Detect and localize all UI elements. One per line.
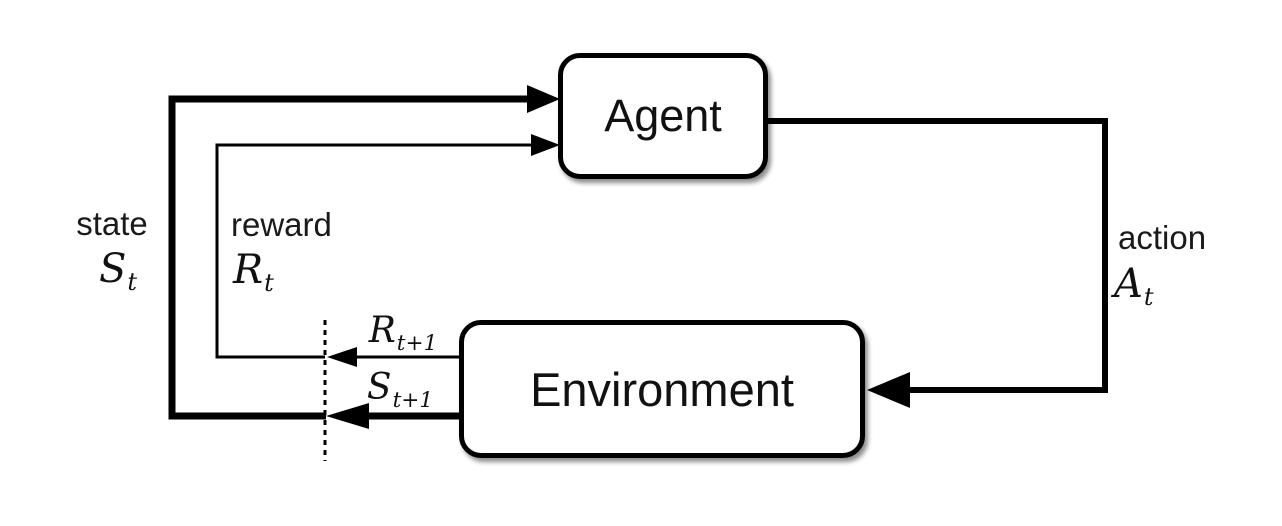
next-state-symbol-subscript: t+1: [392, 387, 434, 413]
state-arrowhead-icon: [527, 85, 560, 113]
state-symbol: St: [99, 246, 137, 294]
reward-symbol: Rt: [233, 247, 274, 295]
action-symbol-base: A: [1114, 261, 1143, 307]
next-state-symbol: St+1: [352, 367, 448, 411]
environment-node: Environment: [459, 320, 865, 458]
reward-arrowhead-icon: [531, 134, 560, 156]
state-symbol-subscript: t: [127, 268, 138, 297]
next-state-arrowhead-icon: [326, 403, 369, 429]
reward-line: [215, 143, 534, 359]
action-symbol-subscript: t: [1143, 283, 1154, 312]
environment-node-label: Environment: [530, 362, 794, 416]
next-reward-arrowhead-icon: [327, 347, 357, 367]
state-symbol-base: S: [99, 246, 127, 292]
action-word-label: action: [1118, 219, 1207, 256]
reward-symbol-base: R: [233, 247, 264, 293]
next-reward-arrow: [327, 347, 462, 367]
state-line: [168, 95, 530, 420]
next-reward-symbol: Rt+1: [355, 310, 451, 354]
next-reward-symbol-subscript: t+1: [396, 330, 438, 356]
action-symbol: At: [1114, 261, 1154, 309]
agent-node-label: Agent: [604, 90, 722, 141]
reward-symbol-subscript: t: [264, 269, 274, 298]
next-state-symbol-base: S: [366, 367, 392, 408]
state-word-label: state: [76, 205, 148, 242]
action-line: [766, 118, 1108, 393]
next-state-arrow: [326, 403, 462, 429]
reward-word-label: reward: [231, 206, 332, 243]
agent-node: Agent: [558, 53, 768, 179]
state-arrow: [168, 85, 560, 420]
action-arrow: [766, 118, 1108, 408]
reward-arrow: [215, 134, 560, 359]
action-arrowhead-icon: [867, 372, 910, 408]
next-reward-symbol-base: R: [368, 310, 396, 351]
